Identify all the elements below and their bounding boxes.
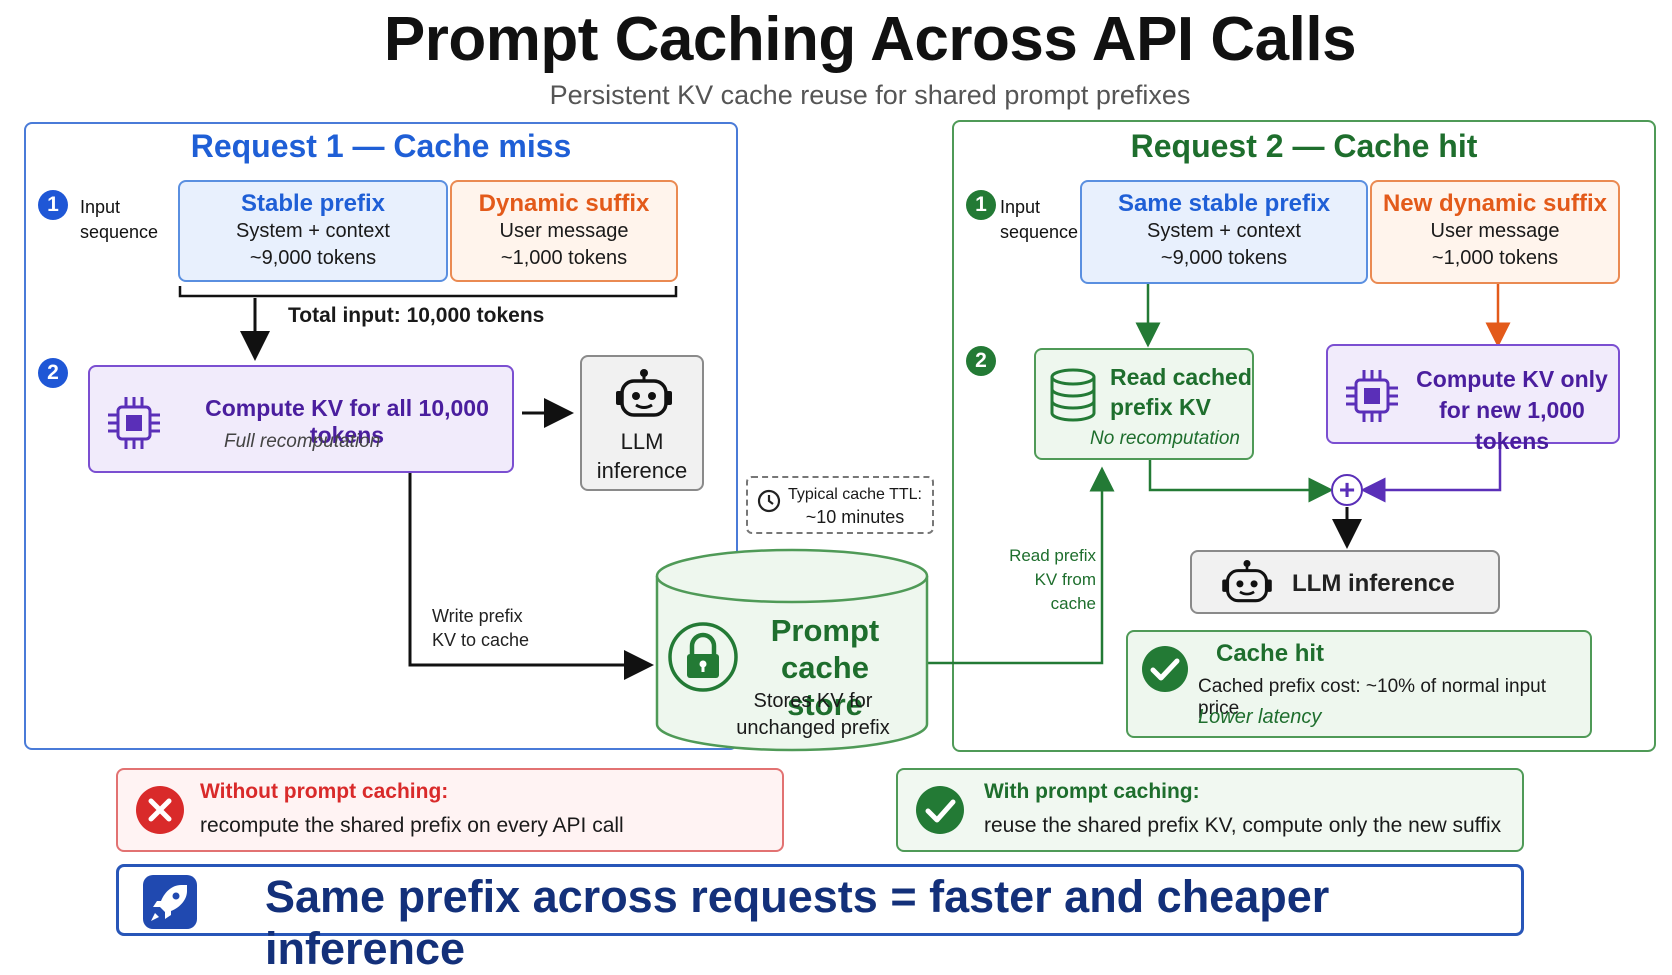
total-input-label: Total input: 10,000 tokens [288,304,545,327]
cache-hit-box: Cache hit Cached prefix cost: ~10% of no… [1126,630,1592,738]
compute-kv-all-box: Compute KV for all 10,000 tokens Full re… [88,365,514,473]
read-cached-prefix-box: Read cached prefix KV No recomputation [1034,348,1254,460]
with-caching-heading: With prompt caching: [984,780,1200,803]
full-recomputation-note: Full recomputation [224,431,381,452]
database-icon [1050,368,1096,422]
compute-kv-only-label: Compute KV only for new 1,000 tokens [1416,366,1608,454]
request1-panel [24,122,738,750]
lock-icon [668,622,738,692]
llm-inference-box-1: LLM inference [580,355,704,491]
cache-ttl-box: Typical cache TTL: ~10 minutes [746,476,934,534]
input-sequence-label-r2: Input sequence [1000,197,1079,242]
dynamic-suffix-box: Dynamic suffix User message ~1,000 token… [450,180,678,282]
combine-plus-icon: + [1331,474,1363,506]
read-prefix-from-cache-label: Read prefix KV from cache [1009,546,1096,613]
robot-icon [1222,560,1272,603]
cache-store-title: Prompt cache store [770,613,880,722]
no-recomputation-note: No recomputation [1090,428,1240,449]
read-cached-prefix-label: Read cached prefix KV [1110,364,1252,420]
without-caching-heading: Without prompt caching: [200,780,449,803]
cache-hit-cost: Cached prefix cost: ~10% of normal input… [1198,676,1546,719]
cache-hit-heading: Cache hit [1216,640,1325,667]
page-title: Prompt Caching Across API Calls [383,5,1357,74]
check-icon [1142,646,1188,692]
clock-icon [757,489,781,513]
cache-hit-latency: Lower latency [1198,706,1322,728]
cache-store-cylinder [655,548,929,752]
robot-icon [616,369,672,417]
step-badge-1-r2: 1 [966,190,996,220]
chip-icon [1346,370,1398,422]
summary-banner: Same prefix across requests = faster and… [116,864,1524,974]
same-stable-prefix-box: Same stable prefix System + context ~9,0… [1080,180,1368,284]
summary-banner-text: Same prefix across requests = faster and… [265,871,1330,974]
chip-icon [108,397,160,449]
page-subtitle: Persistent KV cache reuse for shared pro… [549,80,1191,110]
without-caching-text: recompute the shared prefix on every API… [200,814,624,837]
step-badge-2: 2 [38,358,68,388]
request1-title: Request 1 — Cache miss [190,128,572,164]
compute-kv-only-box: Compute KV only for new 1,000 tokens [1326,344,1620,454]
stable-prefix-box: Stable prefix System + context ~9,000 to… [178,180,448,282]
rocket-icon [143,875,197,929]
step-badge-2-r2: 2 [966,346,996,376]
compute-kv-all-label: Compute KV for all 10,000 tokens [205,395,489,448]
with-caching-box: With prompt caching: reuse the shared pr… [896,768,1524,852]
request2-title: Request 2 — Cache hit [1130,128,1478,164]
connectors [178,284,1511,680]
write-prefix-label: Write prefix KV to cache [432,606,530,650]
input-sequence-label: Input sequence [80,197,159,242]
llm-inference-label-2: LLM inference [1292,570,1455,597]
cache-ttl-text: Typical cache TTL: ~10 minutes [788,486,922,527]
llm-inference-box-2: LLM inference [1190,550,1500,614]
request2-panel [952,120,1656,752]
x-icon [136,786,184,834]
step-badge-1: 1 [38,190,68,220]
check-icon [916,786,964,834]
new-dynamic-suffix-box: New dynamic suffix User message ~1,000 t… [1370,180,1620,284]
llm-inference-label-1: LLM inference [596,429,688,483]
with-caching-text: reuse the shared prefix KV, compute only… [984,814,1502,837]
without-caching-box: Without prompt caching: recompute the sh… [116,768,784,852]
cache-store-desc: Stores KV for unchanged prefix [736,690,890,739]
